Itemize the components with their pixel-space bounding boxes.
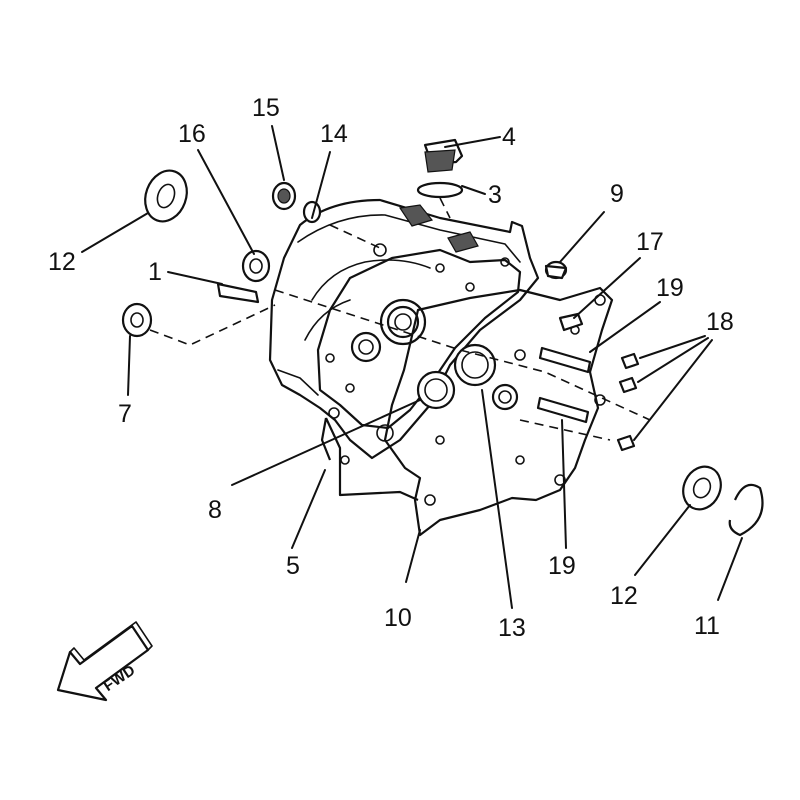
callout-1: 1 <box>148 258 162 286</box>
dowel-pins <box>536 312 592 424</box>
callout-12-left: 12 <box>48 248 76 276</box>
assembly-lines <box>149 197 651 441</box>
callout-14: 14 <box>320 120 348 148</box>
callout-10: 10 <box>384 604 412 632</box>
cylinder-pin <box>544 260 568 280</box>
callout-4: 4 <box>502 123 516 151</box>
callout-18: 18 <box>706 308 734 336</box>
callout-16: 16 <box>178 120 206 148</box>
filler-cap <box>416 138 464 199</box>
callout-15: 15 <box>252 94 280 122</box>
callout-19-top: 19 <box>656 274 684 302</box>
crankcase-cover <box>268 198 540 460</box>
callout-12-right: 12 <box>610 582 638 610</box>
callout-9: 9 <box>610 180 624 208</box>
callout-7: 7 <box>118 400 132 428</box>
callout-labels: 1 3 4 5 7 8 9 10 11 12 12 13 14 15 16 17… <box>48 94 734 642</box>
callout-3: 3 <box>488 181 502 209</box>
callout-8: 8 <box>208 496 222 524</box>
forward-arrow-icon: FWD <box>56 621 153 702</box>
callout-19-bottom: 19 <box>548 552 576 580</box>
seals-left <box>121 169 322 338</box>
callout-17: 17 <box>636 228 664 256</box>
callout-13: 13 <box>498 614 526 642</box>
seals-right <box>682 465 764 537</box>
cover-gasket <box>320 286 614 537</box>
callout-11: 11 <box>694 612 720 640</box>
cover-bolts <box>616 352 640 452</box>
callout-5: 5 <box>286 552 300 580</box>
leader-lines <box>81 125 743 609</box>
